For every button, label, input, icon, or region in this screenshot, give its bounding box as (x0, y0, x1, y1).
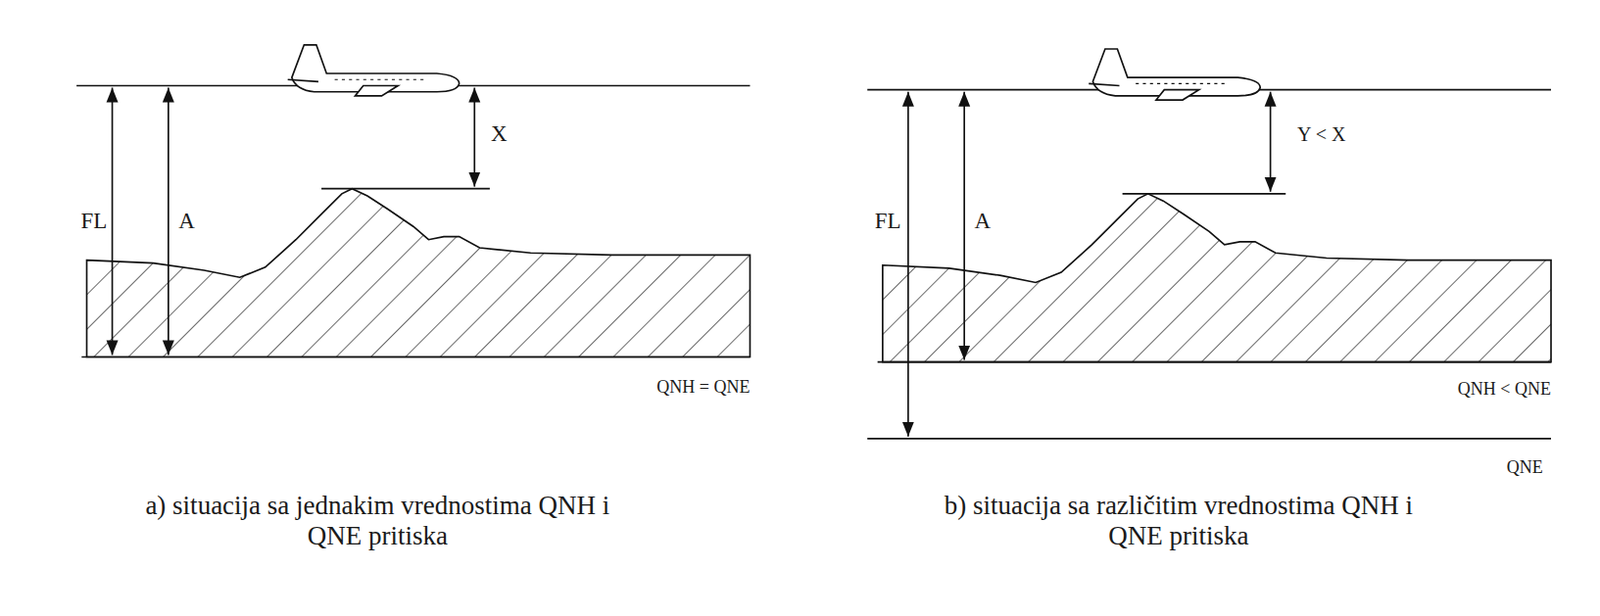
terrain (882, 193, 1552, 363)
fl-arrow (111, 88, 114, 356)
datum-label: QNE (1506, 457, 1544, 479)
dimension-label: FL (874, 208, 902, 235)
peak-line (321, 188, 490, 191)
dimension-label: Y < X (1297, 123, 1346, 146)
qne-datum-line (867, 437, 1552, 440)
panel-b (867, 48, 1552, 439)
dimension-label: A (178, 208, 195, 235)
clearance-arrow (1269, 92, 1272, 193)
altitude-arrow (167, 88, 170, 356)
peak-line (1122, 193, 1287, 195)
panel-a (76, 45, 750, 358)
clearance-arrow (473, 88, 476, 188)
fl-arrow (907, 92, 910, 437)
altitude-arrow (963, 92, 966, 361)
dimension-label: X (490, 121, 508, 147)
airplane (1088, 48, 1261, 100)
dimension-label: A (974, 208, 992, 235)
pressure-datum-line (81, 356, 750, 359)
dimension-label: FL (80, 208, 107, 235)
caption: a) situacija sa jednakim vrednostima QNH… (137, 490, 618, 552)
qnh-datum-line (877, 361, 1552, 364)
terrain (87, 189, 751, 358)
datum-label: QNH < QNE (1457, 379, 1552, 400)
datum-label: QNH = QNE (656, 377, 750, 398)
caption: b) situacija sa različitim vrednostima Q… (933, 490, 1424, 552)
airplane (288, 45, 460, 97)
